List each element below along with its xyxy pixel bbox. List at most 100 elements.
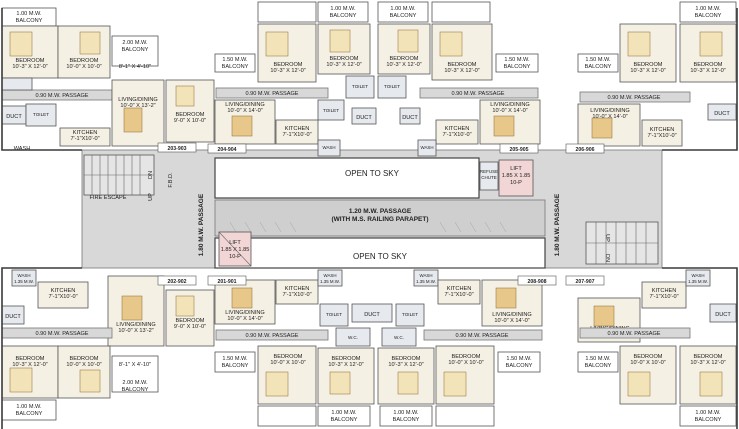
u3-passage-label: 0.90 M.W. PASSAGE — [451, 91, 504, 97]
lift-right — [498, 159, 534, 197]
u2-bedroom1-label: BEDROOM — [274, 62, 303, 68]
u8-balcony-bottom-1: 1.00 M.W. — [695, 410, 721, 416]
u4-bedroom1-label: BEDROOM — [634, 62, 663, 68]
lm-bedroom-l-label: BEDROOM — [332, 356, 361, 362]
u5-balcony-side-dim: 8'-1" X 4'-10" — [119, 362, 151, 368]
um-toilet-r: TOILET — [384, 84, 400, 89]
fire-escape-label: FIRE ESCAPE — [90, 195, 127, 201]
um-duct-l: DUCT — [356, 115, 372, 121]
railing-label: (WITH M.S. RAILING PARAPET) — [331, 216, 428, 223]
u1-bedroom1-dim: 10'-3" X 12'-0" — [12, 64, 47, 70]
u5-bedroom2-label: BEDROOM — [70, 356, 99, 362]
u4-balcony-1: 1.50 M.W. — [585, 57, 611, 63]
u5-balcony-bottom-2: BALCONY — [16, 411, 43, 417]
unit-201-901: LIVING/DINING 10'-0" X 14'-0" KITCHEN 7'… — [207, 269, 343, 427]
u4-balcony-2: BALCONY — [585, 64, 612, 70]
u2-passage-label: 0.90 M.W. PASSAGE — [245, 91, 298, 97]
lm-balcony-l-2: BALCONY — [331, 417, 358, 423]
u4-balcony-top-2: BALCONY — [695, 13, 722, 19]
um-bedroom-r-dim: 10'-3" X 12'-0" — [386, 62, 421, 68]
u7-kitchen-label: KITCHEN — [447, 286, 472, 292]
staircase-upper-left — [83, 154, 155, 196]
u3-living-label: LIVING/DINING — [490, 102, 529, 108]
u8-bedroom1-label: BEDROOM — [634, 354, 663, 360]
u7-living-label: LIVING/DINING — [492, 312, 531, 318]
open-to-sky-lower-label: OPEN TO SKY — [353, 252, 408, 261]
u5-kitchen-dim: 7'-1"X10'-0" — [48, 294, 77, 300]
u6-bedroom-dim: 10'-0" X 10'-0" — [270, 360, 305, 366]
um-toilet-l: TOILET — [352, 84, 368, 89]
u3-kitchen-dim: 7'-1"X10'-0" — [442, 132, 471, 138]
lift-left-size: 1.85 X 1.85 — [221, 247, 250, 253]
unit-203-903: 1.00 M.W. BALCONY BEDROOM 10'-3" X 12'-0… — [1, 7, 215, 153]
railing-hatch — [229, 221, 507, 233]
u8-wash-dim: 1.35 M.W. — [688, 279, 708, 284]
u4-kitchen-label: KITCHEN — [650, 127, 675, 133]
u8-wash: WASH — [691, 273, 704, 278]
u7-living-dim: 10'-0" X 14'-0" — [494, 318, 529, 324]
u1-bedroom2-dim: 10'-0" X 10'-0" — [66, 64, 101, 70]
u1-balcony-side-2: BALCONY — [122, 47, 149, 53]
u5-balcony-bottom-1: 1.00 M.W. — [16, 404, 42, 410]
u5-bedroom3-label: BEDROOM — [176, 318, 205, 324]
u5-wash: WASH — [17, 273, 30, 278]
u5-living-dim: 10'-0" X 13'-2" — [118, 328, 153, 334]
u6-wash: WASH — [323, 273, 336, 278]
fbd-label: F.B.D. — [168, 172, 174, 188]
stair-ul-dn: DN — [148, 171, 154, 179]
lift-left-cap: 10-P — [229, 254, 241, 260]
u2-balcony-1: 1.50 M.W. — [222, 57, 248, 63]
lm-balcony-r-2: BALCONY — [393, 417, 420, 423]
refuse-chute-label-1: REFUSE — [480, 169, 498, 174]
passage-180-left-label: 1.80 M.W. PASSAGE — [198, 193, 205, 256]
lift-left-label: LIFT — [229, 240, 241, 246]
u4-kitchen-dim: 7'-1"X10'-0" — [647, 133, 676, 139]
u4-bedroom1-dim: 10'-3" X 12'-0" — [630, 68, 665, 74]
unit-202-902: WASH 1.35 M.W. KITCHEN 7'-1"X10'-0" LIVI… — [1, 269, 215, 421]
u2-toilet: TOILET — [323, 108, 339, 113]
lm-balcony-r-1: 1.00 M.W. — [393, 410, 419, 416]
um-balcony-l-1: 1.00 M.W. — [330, 6, 356, 12]
lower-middle-block: TOILET DUCT TOILET W.C. W.C. BEDROOM 10'… — [317, 303, 435, 427]
open-to-sky-upper-label: OPEN TO SKY — [345, 169, 400, 178]
u1-balcony-side-dim: 8'-1" X 4'-10" — [119, 64, 151, 70]
central-core: OPEN TO SKY OPEN TO SKY 1.20 M.W. PASSAG… — [81, 149, 663, 269]
passage-120-label: 1.20 M.W. PASSAGE — [349, 208, 412, 215]
u8-balcony-2: BALCONY — [585, 363, 612, 369]
passage-180-right-label: 1.80 M.W. PASSAGE — [554, 193, 561, 256]
u1-wash: WASH — [14, 146, 31, 152]
u1-passage-label: 0.90 M.W. PASSAGE — [35, 93, 88, 99]
u7-kitchen-dim: 7'-1"X10'-0" — [444, 292, 473, 298]
stair-ul-up: UP — [148, 193, 154, 201]
u7-wash-dim: 1.35 M.W. — [416, 279, 436, 284]
u1-bedroom3-label: BEDROOM — [176, 112, 205, 118]
lift-right-label: LIFT — [510, 166, 522, 172]
u7-passage-label: 0.90 M.W. PASSAGE — [455, 333, 508, 339]
u8-balcony-bottom-2: BALCONY — [695, 417, 722, 423]
refuse-chute-label-2: CHUTE — [481, 175, 497, 180]
unit-208-908: WASH 1.35 M.W. KITCHEN 7'-1"X10'-0" LIVI… — [413, 269, 557, 427]
u6-balcony-1: 1.50 M.W. — [222, 356, 248, 362]
u1-bedroom3-dim: 9'-0" X 10'-0" — [174, 118, 206, 124]
lift-right-size: 1.85 X 1.85 — [502, 173, 531, 179]
unit-tag-203-903: 203-903 — [167, 146, 186, 152]
u7-balcony-2: BALCONY — [506, 363, 533, 369]
u1-bedroom2-label: BEDROOM — [70, 58, 99, 64]
refuse-chute — [479, 161, 499, 191]
unit-tag-208-908: 208-908 — [527, 279, 546, 285]
u7-wash: WASH — [419, 273, 432, 278]
lift-right-cap: 10-P — [510, 180, 522, 186]
u2-kitchen-dim: 7'-1"X10'-0" — [282, 132, 311, 138]
lm-balcony-l-1: 1.00 M.W. — [331, 410, 357, 416]
u2-living-label: LIVING/DINING — [225, 102, 264, 108]
u5-passage-label: 0.90 M.W. PASSAGE — [35, 331, 88, 337]
u1-kitchen-label: KITCHEN — [73, 130, 98, 136]
u5-balcony-side-1: 2.00 M.W. — [122, 380, 148, 386]
u3-balcony-2: BALCONY — [504, 64, 531, 70]
u7-bedroom-dim: 10'-0" X 10'-0" — [448, 360, 483, 366]
u8-bedroom1-dim: 10'-0" X 10'-0" — [630, 360, 665, 366]
lm-bedroom-r-label: BEDROOM — [392, 356, 421, 362]
unit-tag-202-902: 202-902 — [167, 279, 186, 285]
u7-balcony-1: 1.50 M.W. — [506, 356, 532, 362]
